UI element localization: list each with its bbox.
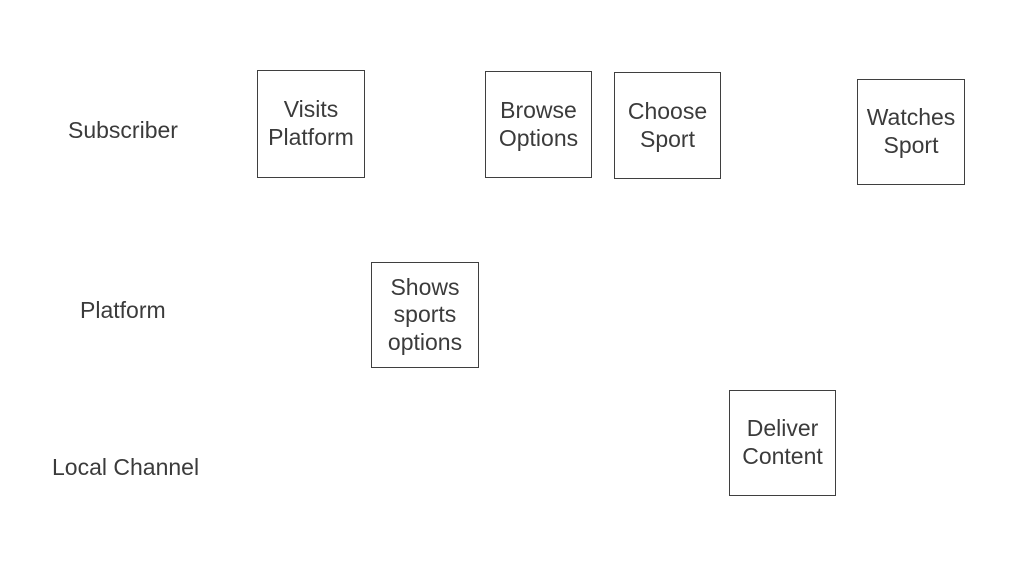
lane-label-local-channel: Local Channel <box>52 454 200 481</box>
process-box-deliver-content: Deliver Content <box>729 390 836 496</box>
process-box-label: Watches Sport <box>866 104 956 158</box>
process-box-label: Visits Platform <box>268 96 354 150</box>
process-box-visits-platform: Visits Platform <box>257 70 365 178</box>
lane-label-subscriber: Subscriber <box>68 117 178 144</box>
process-box-watches-sport: Watches Sport <box>857 79 965 185</box>
process-box-label: Browse Options <box>498 96 579 151</box>
process-box-label: Deliver Content <box>742 415 823 469</box>
process-box-label: Choose Sport <box>627 97 708 152</box>
process-box-shows-sports-options: Shows sports options <box>371 262 479 368</box>
process-box-browse-options: Browse Options <box>485 71 592 178</box>
process-box-label: Shows sports options <box>387 273 463 355</box>
lane-label-platform: Platform <box>80 297 166 324</box>
process-box-choose-sport: Choose Sport <box>614 72 721 179</box>
